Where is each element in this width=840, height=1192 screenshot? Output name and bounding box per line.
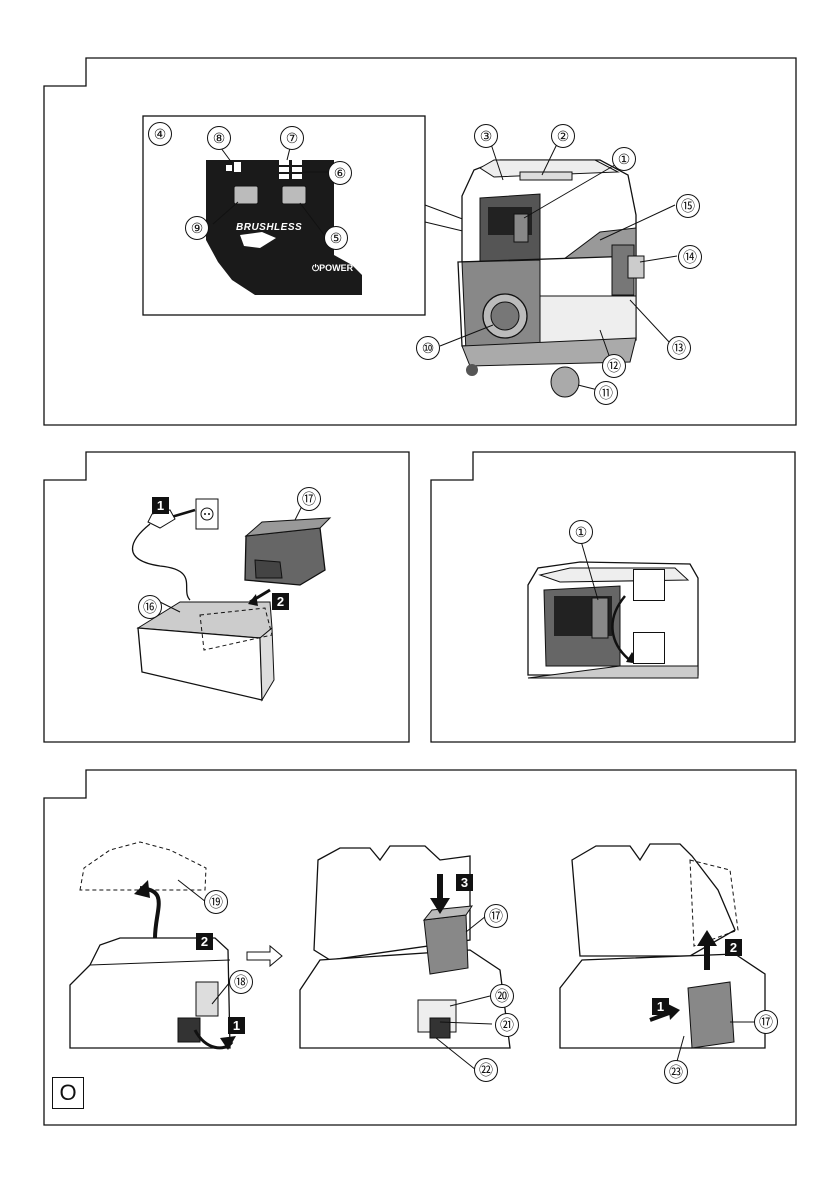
callout-8: ⑧ (207, 126, 231, 150)
callout-12: ⑫ (602, 354, 626, 378)
panel-charging: 1 2 ⑰ ⑯ (0, 440, 420, 760)
callout-5: ⑤ (324, 226, 348, 250)
position-box-lower (633, 632, 665, 664)
step-2-badge-lid: 2 (196, 933, 213, 950)
brand-text: BRUSHLESS (236, 222, 302, 233)
panel-switch-frame (420, 440, 840, 760)
power-label: ⏻POWER (312, 263, 353, 274)
step-3-badge: 3 (456, 874, 473, 891)
callout-11: ⑪ (594, 381, 618, 405)
step-1-badge: 1 (152, 497, 169, 514)
callout-1-switch: ① (569, 520, 593, 544)
callout-17-insert: ⑰ (484, 904, 508, 928)
callout-4: ④ (148, 122, 172, 146)
callout-15: ⑮ (676, 194, 700, 218)
vacuum-closeup-illustration (528, 562, 698, 678)
panel-charging-frame (0, 440, 420, 760)
panel-battery: ⑲ 2 ⑱ 1 3 ⑰ ⑳ ㉑ ㉒ 2 1 ⑰ ㉓ O (0, 760, 840, 1140)
section-label-o: O (52, 1077, 84, 1109)
callout-17: ⑰ (297, 487, 321, 511)
callout-6: ⑥ (328, 161, 352, 185)
step-1-badge-release: 1 (652, 998, 669, 1015)
callout-19: ⑲ (204, 890, 228, 914)
callout-7: ⑦ (280, 126, 304, 150)
callout-20: ⑳ (490, 984, 514, 1008)
callout-18: ⑱ (229, 970, 253, 994)
callout-22: ㉒ (474, 1058, 498, 1082)
suction-button-shape (234, 186, 258, 204)
power-button-shape (282, 186, 306, 204)
panel-switch: ① (420, 440, 840, 760)
callout-1: ① (612, 147, 636, 171)
battery-insert-illustration (300, 846, 510, 1048)
callout-2: ② (551, 124, 575, 148)
charger-illustration (133, 499, 331, 700)
step-2-badge: 2 (272, 593, 289, 610)
callout-21: ㉑ (495, 1013, 519, 1037)
panel-battery-frame (0, 760, 840, 1140)
callout-10: ⑩ (416, 336, 440, 360)
panel-overview: ④ ⑧ ⑦ ⑥ ⑨ ⑤ ③ ② ① ⑮ ⑭ ⑬ ⑫ ⑩ ⑪ BRUSHLESS … (0, 0, 840, 440)
step-2-badge-remove: 2 (725, 939, 742, 956)
callout-17-remove: ⑰ (754, 1010, 778, 1034)
position-box-upper (633, 569, 665, 601)
callout-9: ⑨ (185, 216, 209, 240)
callout-3: ③ (474, 124, 498, 148)
callout-16: ⑯ (138, 595, 162, 619)
callout-23: ㉓ (664, 1060, 688, 1084)
callout-14: ⑭ (678, 245, 702, 269)
panel-overview-frame (0, 0, 840, 440)
transition-arrow (247, 946, 282, 966)
step-1-badge-latch: 1 (228, 1017, 245, 1034)
callout-13: ⑬ (667, 336, 691, 360)
